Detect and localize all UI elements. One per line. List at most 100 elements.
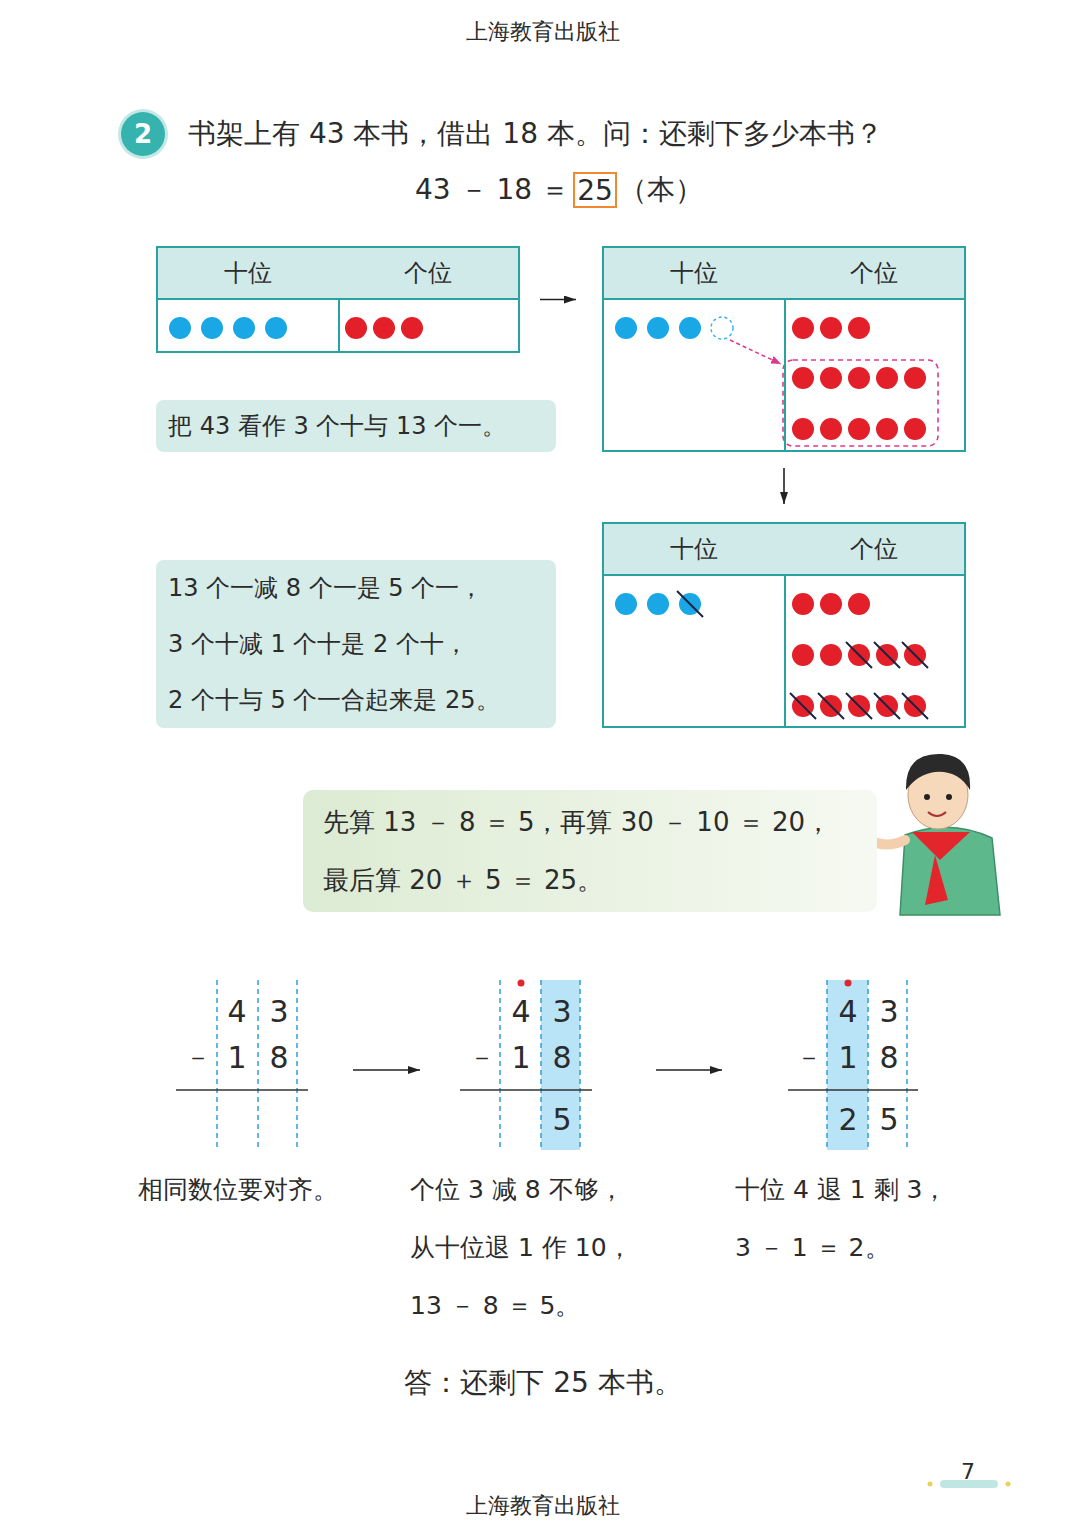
strike-mark xyxy=(846,693,872,719)
counter-dot xyxy=(233,317,255,339)
counter-dot xyxy=(345,317,367,339)
digit: 3 xyxy=(552,994,571,1030)
note-box: 把 43 看作 3 个十与 13 个一。 xyxy=(156,400,556,452)
unit: （本） xyxy=(619,173,703,207)
counter-dot xyxy=(820,593,842,615)
counter-dot xyxy=(876,418,898,440)
note-line: 把 43 看作 3 个十与 13 个一。 xyxy=(168,400,544,452)
counter-dot xyxy=(792,593,814,615)
digit: 5 xyxy=(879,1102,898,1138)
publisher-footer: 上海教育出版社 xyxy=(466,1493,620,1519)
digit: 3 xyxy=(879,994,898,1030)
note-line: 3 个十减 1 个十是 2 个十， xyxy=(168,616,544,672)
place-guides xyxy=(217,980,907,1148)
note-line: 13 个一减 8 个一是 5 个一， xyxy=(168,560,544,616)
counter-dot xyxy=(615,593,637,615)
tens-highlight xyxy=(827,980,868,1150)
counter-dot xyxy=(820,317,842,339)
header-row: 十位个位 xyxy=(158,248,518,300)
strike-mark xyxy=(677,591,703,617)
strike-mark xyxy=(874,693,900,719)
header-row: 十位个位 xyxy=(604,248,964,300)
digit: 3 xyxy=(269,994,288,1030)
speech-bubble: 先算 13 － 8 ＝ 5，再算 30 － 10 ＝ 20，最后算 20 ＋ 5… xyxy=(303,790,877,912)
column-header: 个位 xyxy=(784,524,964,574)
step-caption: 13 － 8 ＝ 5。 xyxy=(410,1291,580,1321)
minus-sign: － xyxy=(796,1042,822,1073)
counter-dot xyxy=(876,367,898,389)
digit: 8 xyxy=(269,1040,288,1076)
step-caption: 个位 3 减 8 不够， xyxy=(410,1175,624,1205)
strike-mark xyxy=(818,693,844,719)
answer-text: 答：还剩下 25 本书。 xyxy=(404,1366,681,1400)
counter-dot xyxy=(201,317,223,339)
column-header: 十位 xyxy=(604,524,784,574)
digit: 8 xyxy=(879,1040,898,1076)
column-header: 个位 xyxy=(338,248,518,298)
digit: 1 xyxy=(511,1040,530,1076)
answer-value: 25 xyxy=(577,174,613,207)
column-highlights xyxy=(541,980,868,1150)
flow-arrow xyxy=(540,299,576,301)
borrow-dots xyxy=(518,980,852,987)
step-arrows xyxy=(353,1069,722,1071)
digit: 8 xyxy=(552,1040,571,1076)
counter-dot xyxy=(647,317,669,339)
digit: 1 xyxy=(227,1040,246,1076)
equation: 43 － 18 ＝ xyxy=(415,173,569,207)
counter-dot xyxy=(820,418,842,440)
counter-dot xyxy=(373,317,395,339)
place-value-table: 十位个位 xyxy=(602,246,966,452)
boy-figure xyxy=(858,754,1000,915)
counter-dot xyxy=(820,644,842,666)
counter-dot xyxy=(792,317,814,339)
counter-dot xyxy=(904,367,926,389)
step-caption: 十位 4 退 1 剩 3， xyxy=(735,1175,947,1205)
strike-mark xyxy=(846,642,872,668)
counter-dot xyxy=(848,593,870,615)
step-caption: 3 － 1 ＝ 2。 xyxy=(735,1233,890,1263)
counter-dot xyxy=(679,317,701,339)
strike-mark xyxy=(790,693,816,719)
digit: 4 xyxy=(227,994,246,1030)
ones-highlight xyxy=(541,980,580,1150)
minus-sign: － xyxy=(185,1042,211,1073)
sum-lines xyxy=(176,1089,918,1091)
publisher-header: 上海教育出版社 xyxy=(466,19,620,45)
digit: 1 xyxy=(838,1040,857,1076)
note-line: 最后算 20 ＋ 5 ＝ 25。 xyxy=(323,851,857,909)
counter-dot xyxy=(848,317,870,339)
counter-dot xyxy=(169,317,191,339)
counter-dot xyxy=(820,367,842,389)
counter-dot xyxy=(615,317,637,339)
strike-mark xyxy=(874,642,900,668)
strike-mark xyxy=(902,642,928,668)
flow-arrow xyxy=(783,468,785,504)
note-box: 13 个一减 8 个一是 5 个一，3 个十减 1 个十是 2 个十，2 个十与… xyxy=(156,560,556,728)
counter-dot xyxy=(401,317,423,339)
digit: 5 xyxy=(552,1102,571,1138)
digit: 4 xyxy=(838,994,857,1030)
page-number: 7 xyxy=(961,1459,975,1485)
minus-sign: － xyxy=(469,1042,495,1073)
counter-dot xyxy=(904,418,926,440)
column-header: 十位 xyxy=(604,248,784,298)
counter-dot xyxy=(848,367,870,389)
note-line: 先算 13 － 8 ＝ 5，再算 30 － 10 ＝ 20， xyxy=(323,793,857,851)
step-caption: 相同数位要对齐。 xyxy=(138,1175,338,1205)
counter-dot xyxy=(792,418,814,440)
place-value-table: 十位个位 xyxy=(156,246,520,353)
strike-mark xyxy=(902,693,928,719)
digit: 2 xyxy=(838,1102,857,1138)
answer-box: 25 xyxy=(573,172,617,208)
place-value-table: 十位个位 xyxy=(602,522,966,728)
counter-dot xyxy=(792,644,814,666)
counter-dot xyxy=(848,418,870,440)
note-line: 2 个十与 5 个一合起来是 25。 xyxy=(168,672,544,728)
step-caption: 从十位退 1 作 10， xyxy=(410,1233,632,1263)
counter-dot xyxy=(647,593,669,615)
counter-dot xyxy=(792,367,814,389)
column-header: 十位 xyxy=(158,248,338,298)
counter-dot xyxy=(265,317,287,339)
